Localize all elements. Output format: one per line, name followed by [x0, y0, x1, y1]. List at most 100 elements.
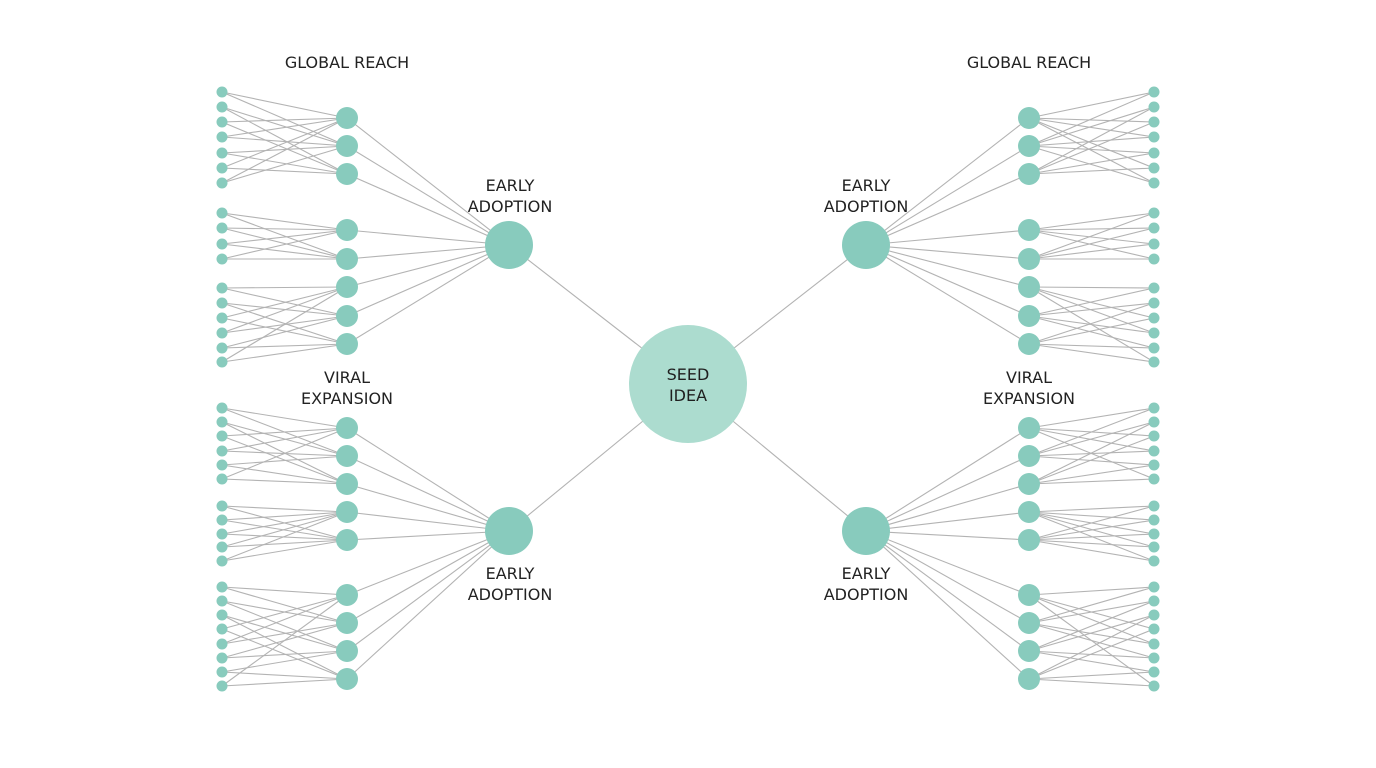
- node-to-leaf-edge: [1028, 586, 1155, 624]
- expansion-node-bottom-right: [1018, 529, 1040, 551]
- expansion-node-top-right: [1018, 333, 1040, 355]
- leaf-node-bottom-left: [216, 623, 228, 635]
- node-to-leaf-edge: [221, 106, 348, 147]
- node-to-leaf-edge: [1028, 286, 1155, 319]
- hub-to-node-edge: [346, 244, 510, 288]
- leaf-node-top-left: [216, 222, 228, 234]
- node-to-leaf-edge: [221, 302, 348, 345]
- node-to-leaf-edge: [221, 152, 348, 175]
- node-to-leaf-edge: [221, 671, 348, 680]
- hub-node-bottom-left: [485, 507, 533, 555]
- hub-to-node-edge: [865, 530, 1030, 680]
- node-to-leaf-edge: [1028, 650, 1155, 659]
- node-to-leaf-edge: [221, 117, 348, 169]
- node-to-leaf-edge: [1028, 117, 1155, 138]
- hub-to-node-edge: [346, 145, 510, 246]
- leaf-node-bottom-left: [216, 581, 228, 593]
- node-to-leaf-edge: [221, 511, 348, 521]
- leaf-node-bottom-left: [216, 473, 228, 485]
- leaf-node-bottom-left: [216, 430, 228, 442]
- leaf-node-bottom-left: [216, 680, 228, 692]
- node-to-leaf-edge: [1028, 539, 1155, 562]
- hub-to-node-edge: [346, 455, 510, 532]
- node-to-leaf-edge: [221, 678, 348, 687]
- viral-expansion-label-left-line1: VIRAL: [324, 368, 370, 387]
- node-to-leaf-edge: [1028, 464, 1155, 485]
- expansion-node-bottom-left: [336, 668, 358, 690]
- viral-expansion-label-right-line2: EXPANSION: [983, 389, 1075, 408]
- hub-to-node-edge: [865, 145, 1030, 246]
- node-to-leaf-edge: [1028, 136, 1155, 147]
- node-to-leaf-edge: [221, 586, 348, 624]
- leaf-node-top-left: [216, 116, 228, 128]
- hub-to-node-edge: [346, 530, 510, 652]
- node-to-leaf-edge: [221, 315, 348, 349]
- node-to-leaf-edge: [221, 594, 348, 645]
- expansion-node-bottom-left: [336, 473, 358, 495]
- node-to-leaf-edge: [1028, 227, 1155, 260]
- hub-node-top-left: [485, 221, 533, 269]
- node-to-leaf-edge: [221, 511, 348, 535]
- node-to-leaf-edge: [1028, 614, 1155, 680]
- node-to-leaf-edge: [221, 586, 348, 596]
- node-to-leaf-edge: [1028, 594, 1155, 687]
- expansion-node-bottom-left: [336, 612, 358, 634]
- node-to-leaf-edge: [221, 167, 348, 175]
- node-to-leaf-edge: [1028, 427, 1155, 480]
- early-adoption-label-bottom-right-line2: ADOPTION: [824, 585, 909, 604]
- early-adoption-label-bottom-left-line1: EARLY: [486, 564, 535, 583]
- node-to-leaf-edge: [221, 286, 348, 319]
- expansion-node-bottom-left: [336, 501, 358, 523]
- expansion-node-bottom-left: [336, 417, 358, 439]
- node-to-leaf-edge: [221, 117, 348, 123]
- expansion-node-top-left: [336, 333, 358, 355]
- leaf-node-top-left: [216, 207, 228, 219]
- leaf-node-top-left: [216, 297, 228, 309]
- expansion-node-top-right: [1018, 107, 1040, 129]
- node-to-leaf-edge: [1028, 229, 1155, 245]
- node-to-leaf-edge: [1028, 117, 1155, 184]
- hub-to-node-edge: [346, 244, 510, 317]
- leaf-node-bottom-right: [1148, 595, 1160, 607]
- leaf-node-bottom-right: [1148, 638, 1160, 650]
- node-to-leaf-edge: [1028, 317, 1155, 345]
- leaf-node-bottom-left: [216, 500, 228, 512]
- node-to-leaf-edge: [1028, 229, 1155, 260]
- leaf-node-top-left: [216, 282, 228, 294]
- node-to-leaf-edge: [221, 136, 348, 147]
- node-to-leaf-edge: [1028, 539, 1155, 548]
- node-to-leaf-edge: [221, 91, 348, 119]
- leaf-node-bottom-right: [1148, 541, 1160, 553]
- node-to-leaf-edge: [221, 243, 348, 260]
- leaf-node-top-left: [216, 131, 228, 143]
- node-to-leaf-edge: [221, 317, 348, 345]
- node-to-leaf-edge: [221, 539, 348, 562]
- viral-expansion-label-right-line1: VIRAL: [1006, 368, 1052, 387]
- node-to-leaf-edge: [1028, 505, 1155, 513]
- node-to-leaf-edge: [1028, 622, 1155, 645]
- node-to-leaf-edge: [1028, 243, 1155, 260]
- leaf-node-top-right: [1148, 327, 1160, 339]
- node-to-leaf-edge: [1028, 286, 1155, 334]
- node-to-leaf-edge: [221, 145, 348, 184]
- leaf-node-top-right: [1148, 342, 1160, 354]
- hub-to-node-edge: [346, 117, 510, 246]
- leaf-node-bottom-left: [216, 541, 228, 553]
- leaf-node-bottom-left: [216, 638, 228, 650]
- node-to-leaf-edge: [221, 227, 348, 231]
- leaf-node-bottom-right: [1148, 514, 1160, 526]
- node-to-leaf-edge: [221, 286, 348, 334]
- node-to-leaf-edge: [221, 594, 348, 630]
- leaf-node-top-left: [216, 162, 228, 174]
- node-to-leaf-edge: [1028, 117, 1155, 123]
- hub-to-node-edge: [346, 530, 510, 596]
- hub-to-node-edge: [865, 483, 1030, 532]
- node-to-leaf-edge: [221, 106, 348, 175]
- leaf-node-bottom-left: [216, 445, 228, 457]
- node-to-leaf-edge: [221, 539, 348, 548]
- expansion-node-top-right: [1018, 219, 1040, 241]
- leaf-node-top-right: [1148, 297, 1160, 309]
- leaf-node-top-right: [1148, 177, 1160, 189]
- hub-to-node-edge: [865, 530, 1030, 624]
- node-to-leaf-edge: [1028, 167, 1155, 175]
